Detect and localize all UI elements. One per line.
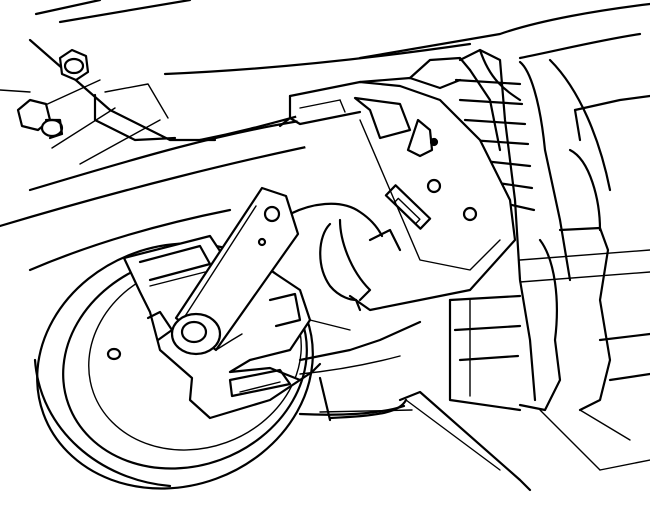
bolt-head-icon [16,48,90,140]
lower-frame-lines [298,390,650,492]
radiator-support-structure [448,32,650,471]
mounting-bracket-icon [278,56,517,312]
wire-lead-icon [288,202,384,312]
mounting-strap-icon [170,186,300,356]
